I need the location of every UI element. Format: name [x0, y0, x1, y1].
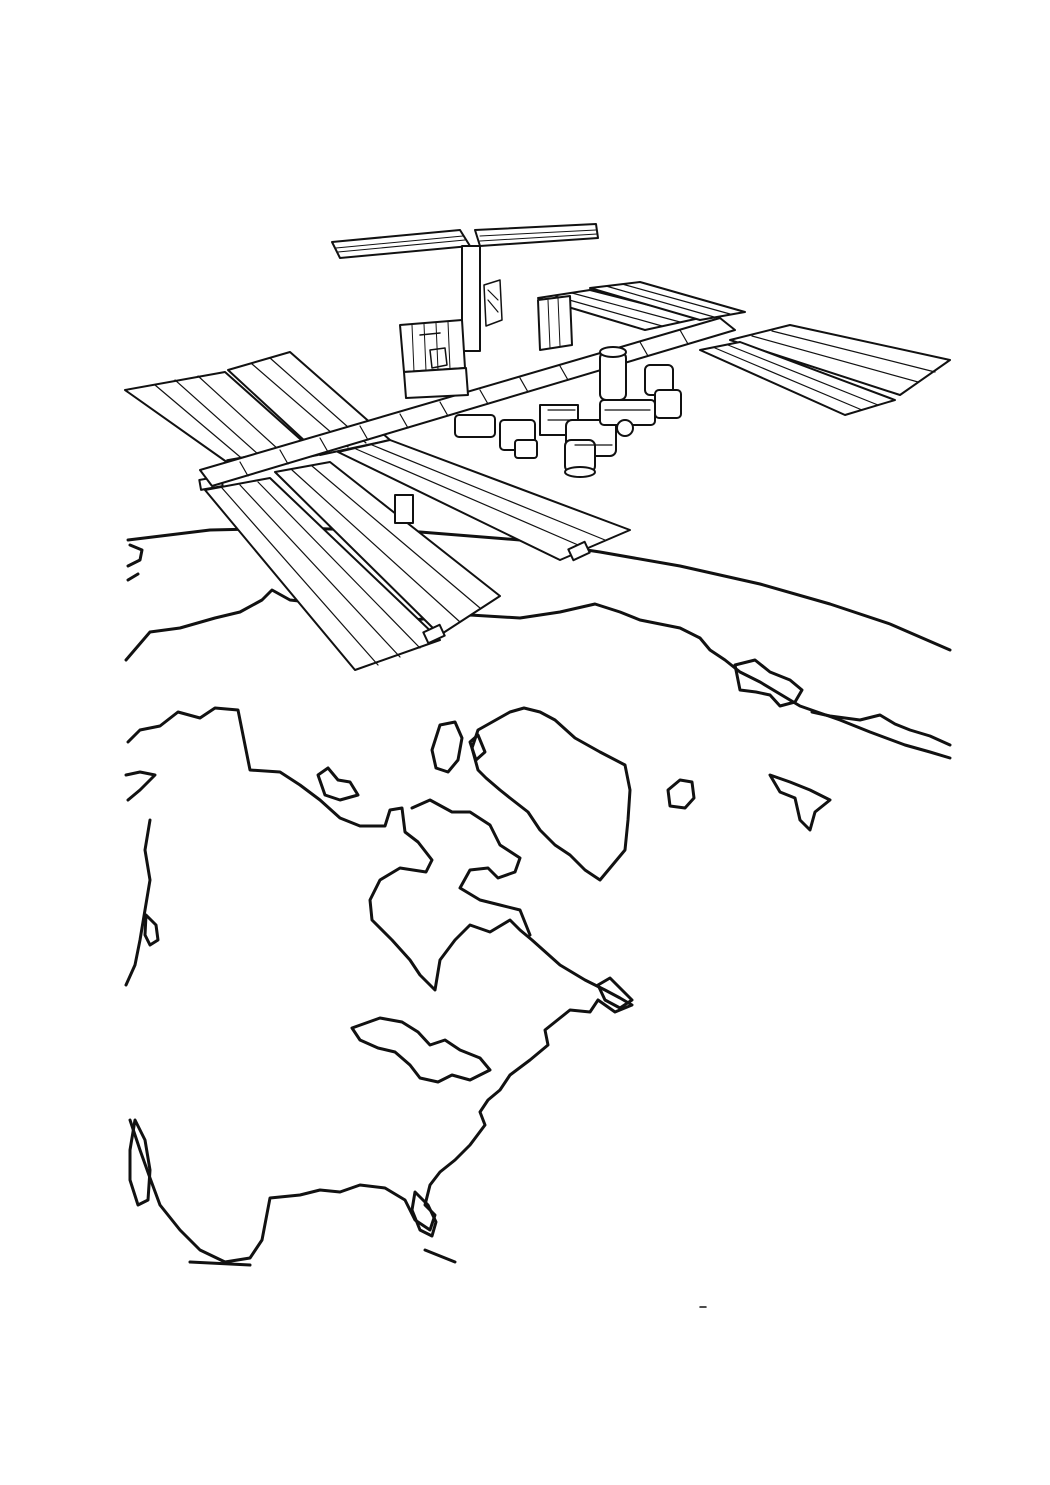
- iceland-coastline: [666, 778, 696, 810]
- earth: [124, 526, 952, 1267]
- right-solar-arrays: [537, 281, 951, 416]
- alaska-coastline: [126, 706, 634, 1264]
- space-station: [124, 223, 951, 671]
- habitation-modules: [394, 332, 682, 524]
- upper-solar-array: [331, 223, 599, 259]
- greenland-coastline: [470, 706, 632, 882]
- radiator-block-left: [399, 319, 469, 399]
- alaska-south-coast: [124, 770, 157, 987]
- pacific-island-left: [143, 913, 160, 947]
- coastline-fragment-left-top: [126, 543, 144, 582]
- scandinavia-coastline: [733, 658, 952, 832]
- baja-sliver: [128, 1118, 152, 1207]
- newfoundland-coastline: [596, 976, 634, 1010]
- great-lakes: [350, 1016, 492, 1084]
- arctic-island-2: [316, 766, 360, 802]
- arctic-island-1: [430, 720, 464, 774]
- arctic-island-3: [468, 733, 487, 762]
- florida-peninsula: [410, 1190, 438, 1238]
- hudson-bay-coast: [410, 798, 532, 937]
- gulf-fragment: [188, 1248, 457, 1267]
- vertical-mast: [461, 245, 503, 352]
- arctic-coastline: [124, 588, 952, 760]
